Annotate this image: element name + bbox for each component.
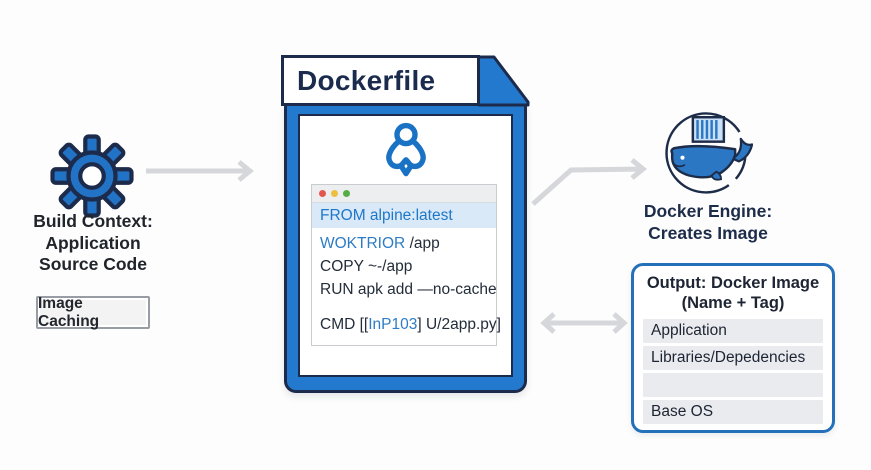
code-line-run: RUN apk add —no-cache xyxy=(320,281,497,298)
code-editor-window: FROM alpine:latest WOKTRIOR /app COPY ~-… xyxy=(311,184,501,346)
code-line-cmd: CMD [[InP103] U/2app.py] xyxy=(320,313,501,336)
layer-libraries: Libraries/Depedencies xyxy=(643,346,823,370)
workdir-arg: /app xyxy=(409,235,440,252)
gear-icon xyxy=(50,134,134,218)
dockerfile-title: Dockerfile xyxy=(297,64,436,96)
output-docker-image-box: Output: Docker Image (Name + Tag) Applic… xyxy=(631,263,835,433)
build-context-caption: Build Context: Application Source Code xyxy=(10,211,176,276)
yellow-dot-icon xyxy=(331,190,338,197)
output-title-line-1: Output: Docker Image xyxy=(646,274,820,292)
engine-caption-line-1: Docker Engine: xyxy=(643,201,773,221)
docker-engine-caption: Docker Engine: Creates Image xyxy=(625,201,791,244)
folded-corner xyxy=(478,55,530,107)
output-title: Output: Docker Image (Name + Tag) xyxy=(634,273,832,313)
from-statement: FROM alpine:latest xyxy=(320,206,453,224)
cmd-keyword: InP103 xyxy=(368,316,418,333)
layer-base-os: Base OS xyxy=(643,400,823,424)
code-line-workdir: WOKTRIOR /app xyxy=(320,232,488,255)
dockerfile-document: FROM alpine:latest WOKTRIOR /app COPY ~-… xyxy=(284,102,527,393)
code-line-from[interactable]: FROM alpine:latest xyxy=(312,203,496,228)
dockerfile-page: FROM alpine:latest WOKTRIOR /app COPY ~-… xyxy=(298,114,513,377)
cmd-suffix: ] U/2app.py] xyxy=(417,316,501,333)
image-caching-button[interactable]: Image Caching xyxy=(36,295,150,330)
arrow-dockerfile-to-engine xyxy=(531,158,647,206)
red-dot-icon xyxy=(319,190,326,197)
arrow-context-to-dockerfile xyxy=(146,160,254,182)
code-block[interactable]: WOKTRIOR /app COPY ~-/app RUN apk add —n… xyxy=(312,228,501,336)
layer-empty xyxy=(643,373,823,397)
code-line-copy: COPY ~-/app xyxy=(320,258,413,275)
dockerfile-title-tab: Dockerfile xyxy=(281,55,480,106)
editor-titlebar xyxy=(312,185,496,203)
pin-icon xyxy=(375,119,437,185)
image-layers: Application Libraries/Depedencies Base O… xyxy=(643,319,823,424)
output-title-line-2: (Name + Tag) xyxy=(681,294,785,312)
engine-caption-line-2: Creates Image xyxy=(648,222,768,243)
layer-application: Application xyxy=(643,319,823,343)
cmd-prefix: CMD [[ xyxy=(320,316,369,333)
code-blank-line xyxy=(320,301,488,313)
workdir-keyword: WOKTRIOR xyxy=(320,235,410,252)
build-context-line-3: Source Code xyxy=(39,254,147,274)
build-context-line-1: Build Context: xyxy=(33,211,153,231)
green-dot-icon xyxy=(343,190,350,197)
arrow-dockerfile-output-bidirectional xyxy=(540,312,628,334)
docker-whale-icon xyxy=(659,105,753,199)
build-context-line-2: Application xyxy=(45,232,141,253)
